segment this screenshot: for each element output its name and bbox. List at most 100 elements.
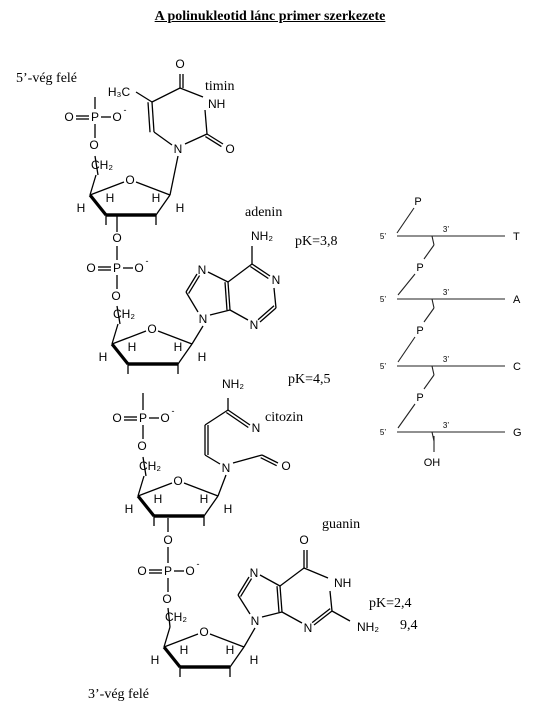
sugar-1-bond [155,194,171,216]
sugar-1-bond [89,181,125,196]
sugar-2-ring-o: O [147,322,156,336]
schematic-base-C: C [513,361,521,373]
guanine-bond [331,610,351,622]
guanine-bond [329,590,333,612]
guanine-bond [259,574,281,587]
guanine-bond [237,594,251,615]
phosphate-3-p-atom: P [139,411,147,425]
thymine-double-bond [147,102,151,133]
guanine-n7: N [250,566,259,580]
sugar-3-h: H [224,502,233,516]
sugar-3-h: H [200,492,209,506]
pk-cytosine: pK=4,5 [288,372,331,387]
thymine-glycosidic-bond [169,155,179,196]
adenine-amino: NH₂ [251,229,273,243]
adenine-n1: N [272,273,281,287]
bond [116,305,121,325]
guanine-n3: N [304,621,313,635]
schematic-tick [431,298,435,309]
adenine-n7: N [198,263,207,277]
phosphate-1-o-minus: O [112,110,121,124]
schematic-three-prime: 3’ [443,225,449,234]
cytosine-amino: NH₂ [222,377,244,391]
schematic-p-label: P [416,392,423,404]
schematic-strand [423,374,435,390]
sugar-2-h: H [99,350,108,364]
guanine-double-bond [279,585,283,613]
sugar-1-h: H [152,191,161,205]
phosphate-4-p-atom: P [164,564,172,578]
sugar-4-bond [229,646,245,668]
schematic-three-prime: 3’ [443,421,449,430]
cytosine-n3: N [252,421,261,435]
guanine-glycosidic-bond [243,627,256,648]
schematic-strand [423,244,435,260]
sugar-1-h: H [106,191,115,205]
sugar-4-bond [163,633,199,648]
adenine-double-bond [224,282,228,311]
schematic-strand [397,403,416,429]
base-label-adenine: adenin [245,205,282,220]
thymine-bond [151,87,181,103]
sugar-3-bond-thick [136,495,156,517]
cytosine-bond [204,454,221,465]
adenine-bond [273,287,277,309]
guanine-double-bond [311,608,331,624]
cytosine-n1: N [222,461,231,475]
sugar-3-bond [137,482,173,497]
sugar-4-ch2: CH₂ [165,610,187,624]
guanine-bond [303,567,329,579]
phosphate-3-minus: - [172,406,175,416]
sugar-2-h: H [128,340,137,354]
bond [94,155,99,176]
thymine-bond [184,133,208,145]
phosphate-3-o-minus: O [160,411,169,425]
sugar-1-bond [135,181,171,196]
guanine-o: O [299,533,308,547]
guanine-double-bond [240,578,253,597]
phosphate-2-minus: - [146,256,149,266]
cytosine-double-bond [227,409,251,426]
sugar-3-bond [203,495,219,517]
phosphate-1-minus: - [124,105,127,115]
adenine-double-bond [257,305,275,321]
sugar-1-bond-thick [88,194,108,216]
guanine-double-bond [237,576,250,596]
guanine-bond [279,567,305,587]
sugar-3-bond [183,482,219,497]
guanine-amino: NH₂ [357,620,379,634]
thymine-bond [153,131,173,146]
sugar-1-ring-o: O [125,173,134,187]
schematic-tick [431,235,435,246]
sugar-4-bond-thick [162,646,182,668]
guanine-bond [261,611,283,618]
sugar-3-h: H [125,502,134,516]
adenine-double-bond [259,307,277,323]
pk-adenine: pK=3,8 [295,234,338,249]
three-prime-end-label: 3’-vég felé [88,687,149,702]
guanine-double-bond [276,586,280,613]
thymine-double-bond [151,101,155,133]
bond [142,456,147,477]
schematic-three-prime: 3’ [443,355,449,364]
schematic-strand [423,307,435,323]
cytosine-carbonyl [260,457,277,467]
schematic-base-A: A [513,294,521,306]
bond [167,607,171,628]
schematic-p-label: P [416,325,423,337]
sugar-1-ch2: CH₂ [91,158,113,172]
phosphate-4-o-top: O [163,533,172,547]
adenine-double-bond [227,281,231,311]
schematic-five-prime: 5’ [380,362,386,371]
base-label-cytosine: citozin [265,410,303,425]
schematic-p-label: P [414,196,421,208]
schematic-five-prime: 5’ [380,295,386,304]
pk-guanine-1: pK=2,4 [369,596,412,611]
adenine-bond [227,263,253,283]
phosphate-4-o-minus: O [185,564,194,578]
sugar-2-bond [111,323,119,345]
adenine-double-bond [185,273,198,293]
thymine-o: O [225,142,234,156]
